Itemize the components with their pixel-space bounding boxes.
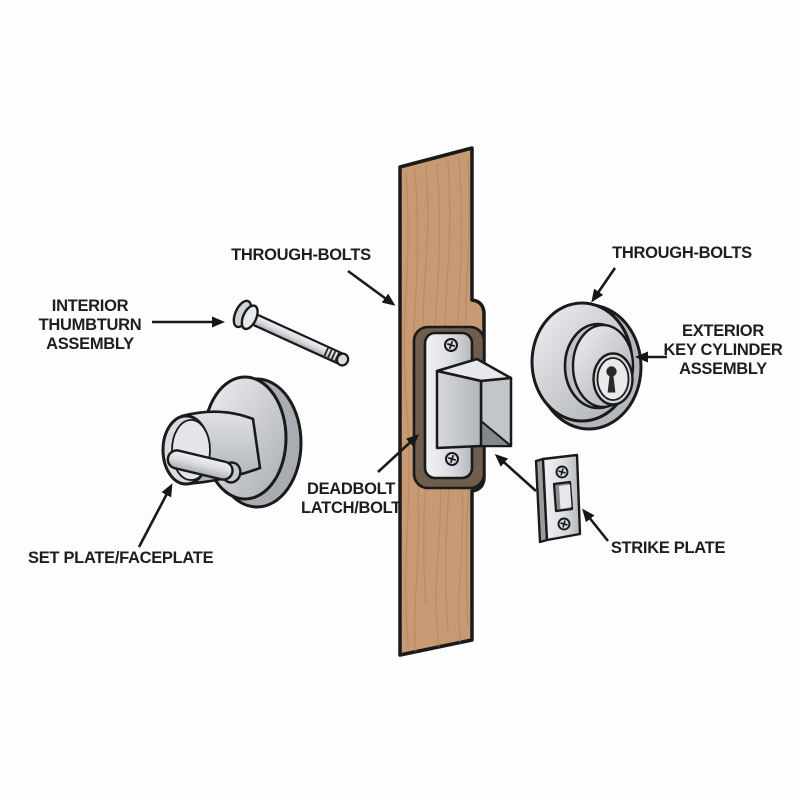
exterior-key-cylinder-assembly bbox=[530, 301, 643, 431]
label-deadbolt-latch-bolt: DEADBOLT LATCH/BOLT bbox=[301, 480, 401, 517]
label-strike-plate: STRIKE PLATE bbox=[610, 539, 726, 557]
arrow-through-bolts-left bbox=[347, 269, 396, 306]
strike-screw-top bbox=[555, 465, 569, 479]
label-set-plate-faceplate: SET PLATE/FACEPLATE bbox=[28, 549, 214, 567]
thumbturn-lever bbox=[166, 449, 242, 484]
label-exterior-key-cylinder-assembly: EXTERIOR KEY CYLINDER ASSEMBLY bbox=[663, 322, 783, 378]
through-bolt-screw bbox=[232, 299, 350, 367]
faceplate-screw-top bbox=[444, 338, 458, 352]
strike-hole-inner bbox=[559, 484, 572, 509]
deadbolt-latch-assembly bbox=[412, 325, 513, 490]
deadbolt-bolt bbox=[435, 357, 513, 450]
arrow-deadbolt-latch bbox=[377, 433, 420, 473]
interior-thumbturn-assembly bbox=[161, 375, 303, 509]
arrow-strike-plate bbox=[582, 508, 610, 542]
label-through-bolts-left: THROUGH-BOLTS bbox=[231, 246, 371, 264]
strike-plate bbox=[534, 453, 582, 544]
faceplate-screw-bottom bbox=[445, 452, 459, 466]
arrow-through-bolts-right bbox=[591, 267, 617, 303]
screw-head-front bbox=[240, 304, 259, 331]
label-through-bolts-right: THROUGH-BOLTS bbox=[612, 244, 752, 262]
keyhole-icon bbox=[606, 366, 617, 393]
label-interior-thumbturn-assembly: INTERIOR THUMBTURN ASSEMBLY bbox=[38, 297, 142, 353]
screw-tip bbox=[335, 352, 350, 367]
strike-screw-bottom bbox=[557, 517, 571, 531]
callout-arrows bbox=[137, 267, 667, 548]
arrow-set-plate bbox=[137, 483, 173, 548]
arrow-bolt-to-strike bbox=[494, 453, 537, 492]
